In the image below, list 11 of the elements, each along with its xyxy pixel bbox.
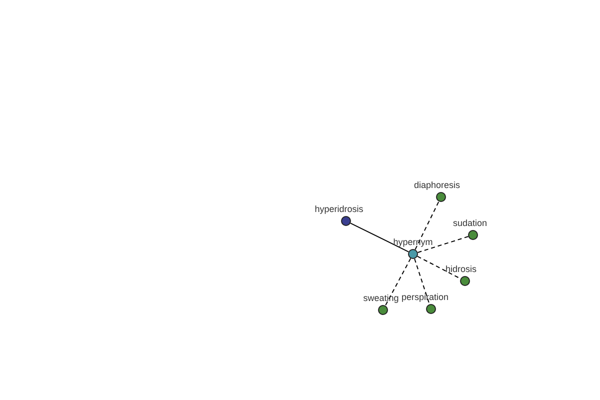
connector-line — [350, 222, 410, 252]
node-label: hypernym — [392, 237, 434, 248]
dashed-line — [414, 201, 440, 250]
dashed-line — [417, 236, 469, 253]
dashed-line — [384, 258, 412, 306]
node-label: hyperidrosis — [314, 204, 364, 215]
node-label: sudation — [452, 218, 488, 229]
dashed-line — [416, 256, 462, 280]
node-label: diaphoresis — [412, 180, 462, 191]
dashed-line — [414, 258, 430, 305]
node-label: hidrosis — [444, 264, 478, 275]
